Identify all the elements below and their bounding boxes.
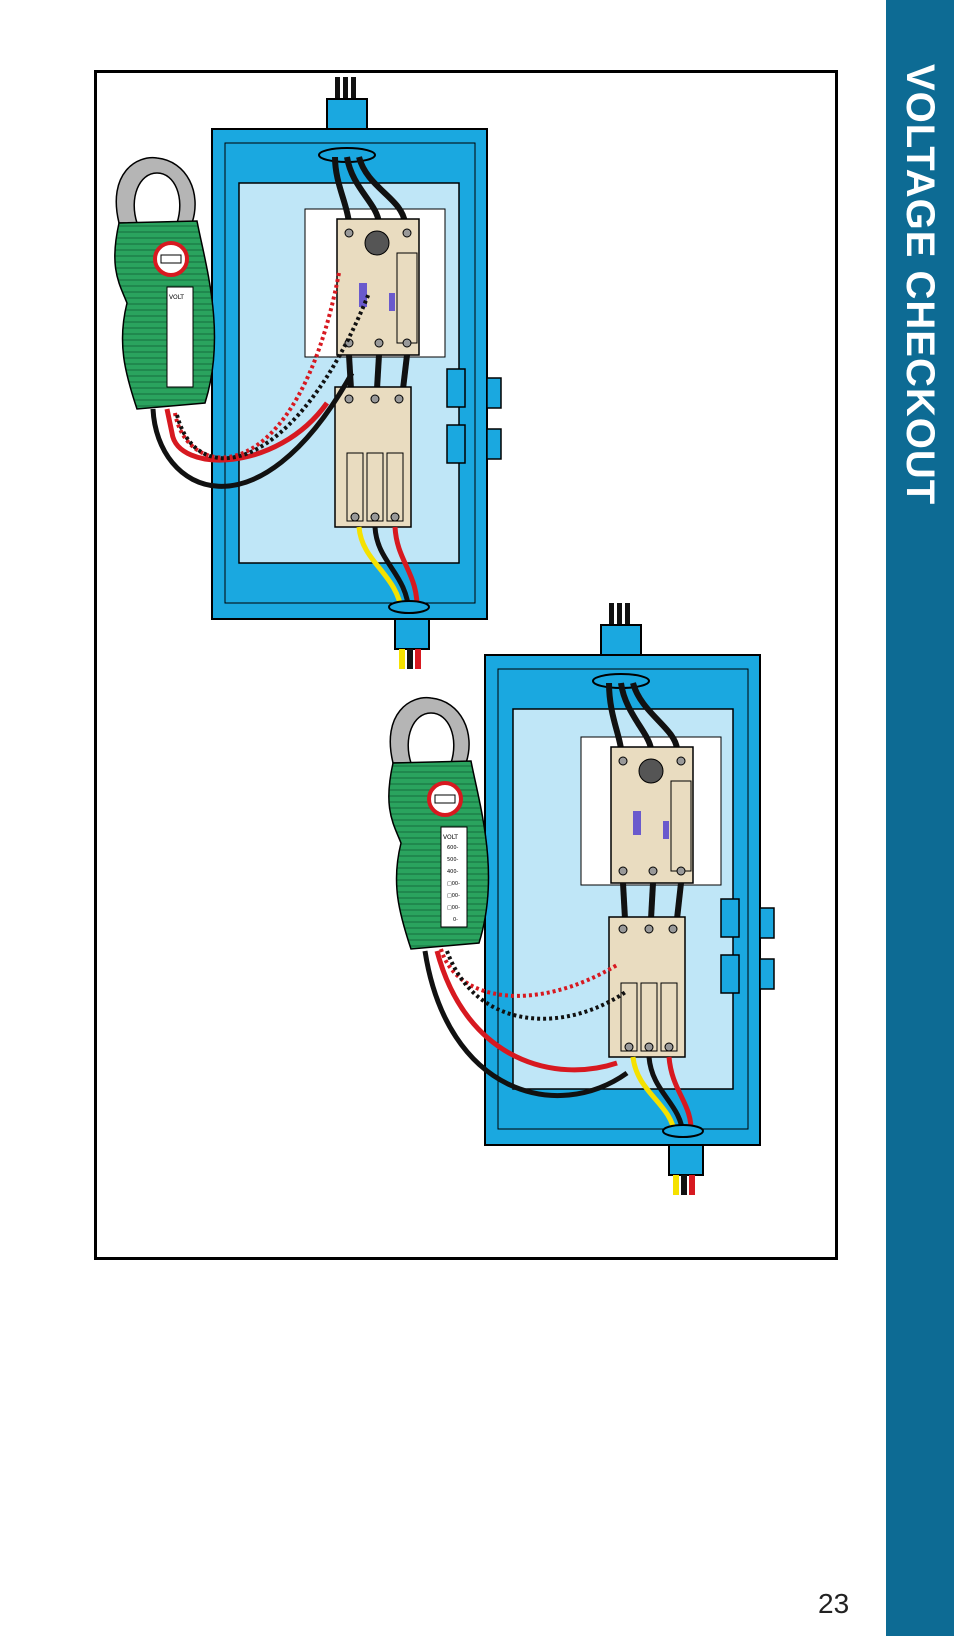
meter-scale-200: □00- xyxy=(447,893,460,899)
meter-scale-100: □00- xyxy=(447,905,460,911)
bottom-panel xyxy=(484,603,775,1195)
bottom-clamp-meter: VOLT 600- 500- 400- □00- □00- □00- 0- xyxy=(388,696,629,1098)
top-clamp-meter: VOLT xyxy=(114,156,371,489)
meter-scale-600: 600- xyxy=(447,845,459,851)
meter-scale-400: 400- xyxy=(447,869,459,875)
meter-scale-500: 500- xyxy=(447,857,459,863)
meter-label-top: VOLT xyxy=(169,294,184,301)
sidebar-tab: VOLTAGE CHECKOUT xyxy=(886,0,954,1636)
meter-scale-300: □00- xyxy=(447,881,460,887)
section-title: VOLTAGE CHECKOUT xyxy=(898,64,942,506)
voltage-checkout-illustration: VOLT xyxy=(114,77,775,1195)
top-panel xyxy=(211,77,502,669)
meter-label-bottom: VOLT xyxy=(443,834,458,841)
page-number: 23 xyxy=(818,1588,850,1619)
illustration-frame: VOLT xyxy=(94,70,838,1260)
meter-scale-0: 0- xyxy=(453,917,458,923)
